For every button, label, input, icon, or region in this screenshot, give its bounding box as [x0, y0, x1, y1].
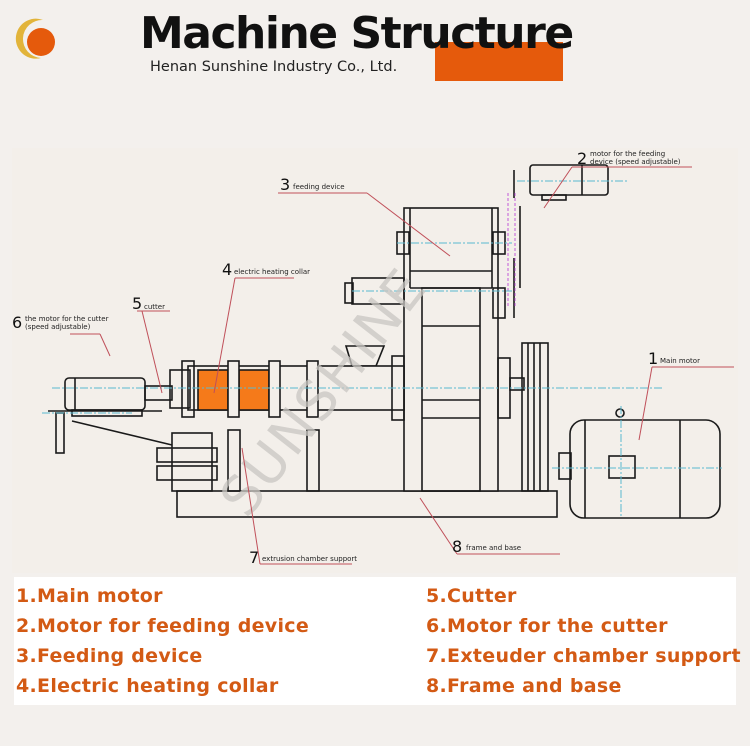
legend-item: 6.Motor for the cutter	[426, 615, 668, 637]
label-3: 3 feeding device	[280, 175, 345, 194]
svg-text:electric heating collar: electric heating collar	[234, 268, 310, 276]
svg-text:(speed adjustable): (speed adjustable)	[25, 323, 91, 331]
label-5: 5 cutter	[132, 294, 165, 313]
legend-item: 1.Main motor	[16, 585, 163, 607]
svg-text:feeding device: feeding device	[293, 183, 345, 191]
feeding-motor	[529, 164, 609, 196]
svg-text:6: 6	[12, 313, 22, 332]
parts-legend: 1.Main motor 2.Motor for feeding device …	[14, 577, 741, 705]
svg-text:5: 5	[132, 294, 142, 313]
sun-logo-icon	[15, 18, 55, 59]
cutter-motor	[64, 377, 146, 411]
legend-item: 4.Electric heating collar	[16, 675, 279, 697]
legend-item: 7.Exteuder chamber support	[426, 645, 741, 667]
label-1: 1 Main motor	[648, 349, 700, 368]
svg-text:Main motor: Main motor	[660, 357, 700, 365]
svg-text:extrusion chamber support: extrusion chamber support	[262, 555, 357, 563]
heating-collar	[197, 369, 229, 411]
label-7: 7 extrusion chamber support	[249, 548, 357, 567]
legend-item: 2.Motor for feeding device	[16, 615, 310, 637]
svg-text:frame and base: frame and base	[466, 544, 521, 552]
svg-text:1: 1	[648, 349, 658, 368]
svg-text:7: 7	[249, 548, 259, 567]
svg-text:2: 2	[577, 149, 587, 168]
machine-diagram: SUNSHINE 2 motor for the feeding device …	[12, 148, 738, 573]
label-8: 8 frame and base	[452, 537, 521, 556]
heating-collar	[238, 369, 270, 411]
label-2: 2 motor for the feeding device (speed ad…	[577, 149, 681, 168]
svg-text:cutter: cutter	[144, 303, 165, 311]
svg-text:motor for the feeding: motor for the feeding	[590, 150, 665, 158]
legend-item: 3.Feeding device	[16, 645, 203, 667]
company-name: Henan Sunshine Industry Co., Ltd.	[150, 59, 398, 75]
legend-item: 8.Frame and base	[426, 675, 622, 697]
page-title: Machine Structure	[140, 8, 574, 59]
machine-drawing: SUNSHINE 2 motor for the feeding device …	[12, 149, 734, 567]
frame-column	[403, 207, 499, 492]
accent-bar	[435, 42, 563, 81]
svg-text:3: 3	[280, 175, 290, 194]
svg-text:8: 8	[452, 537, 462, 556]
legend-column-left: 1.Main motor 2.Motor for feeding device …	[16, 581, 309, 701]
svg-text:4: 4	[222, 260, 232, 279]
legend-column-right: 5.Cutter 6.Motor for the cutter 7.Exteud…	[426, 581, 741, 701]
label-4: 4 electric heating collar	[222, 260, 310, 279]
pulley	[521, 342, 549, 492]
base-frame	[176, 490, 558, 518]
svg-text:device (speed adjustable): device (speed adjustable)	[590, 158, 681, 166]
svg-text:the motor for the cutter: the motor for the cutter	[25, 315, 109, 323]
legend-item: 5.Cutter	[426, 585, 517, 607]
label-6: 6 the motor for the cutter (speed adjust…	[12, 313, 109, 332]
main-motor	[569, 419, 721, 519]
